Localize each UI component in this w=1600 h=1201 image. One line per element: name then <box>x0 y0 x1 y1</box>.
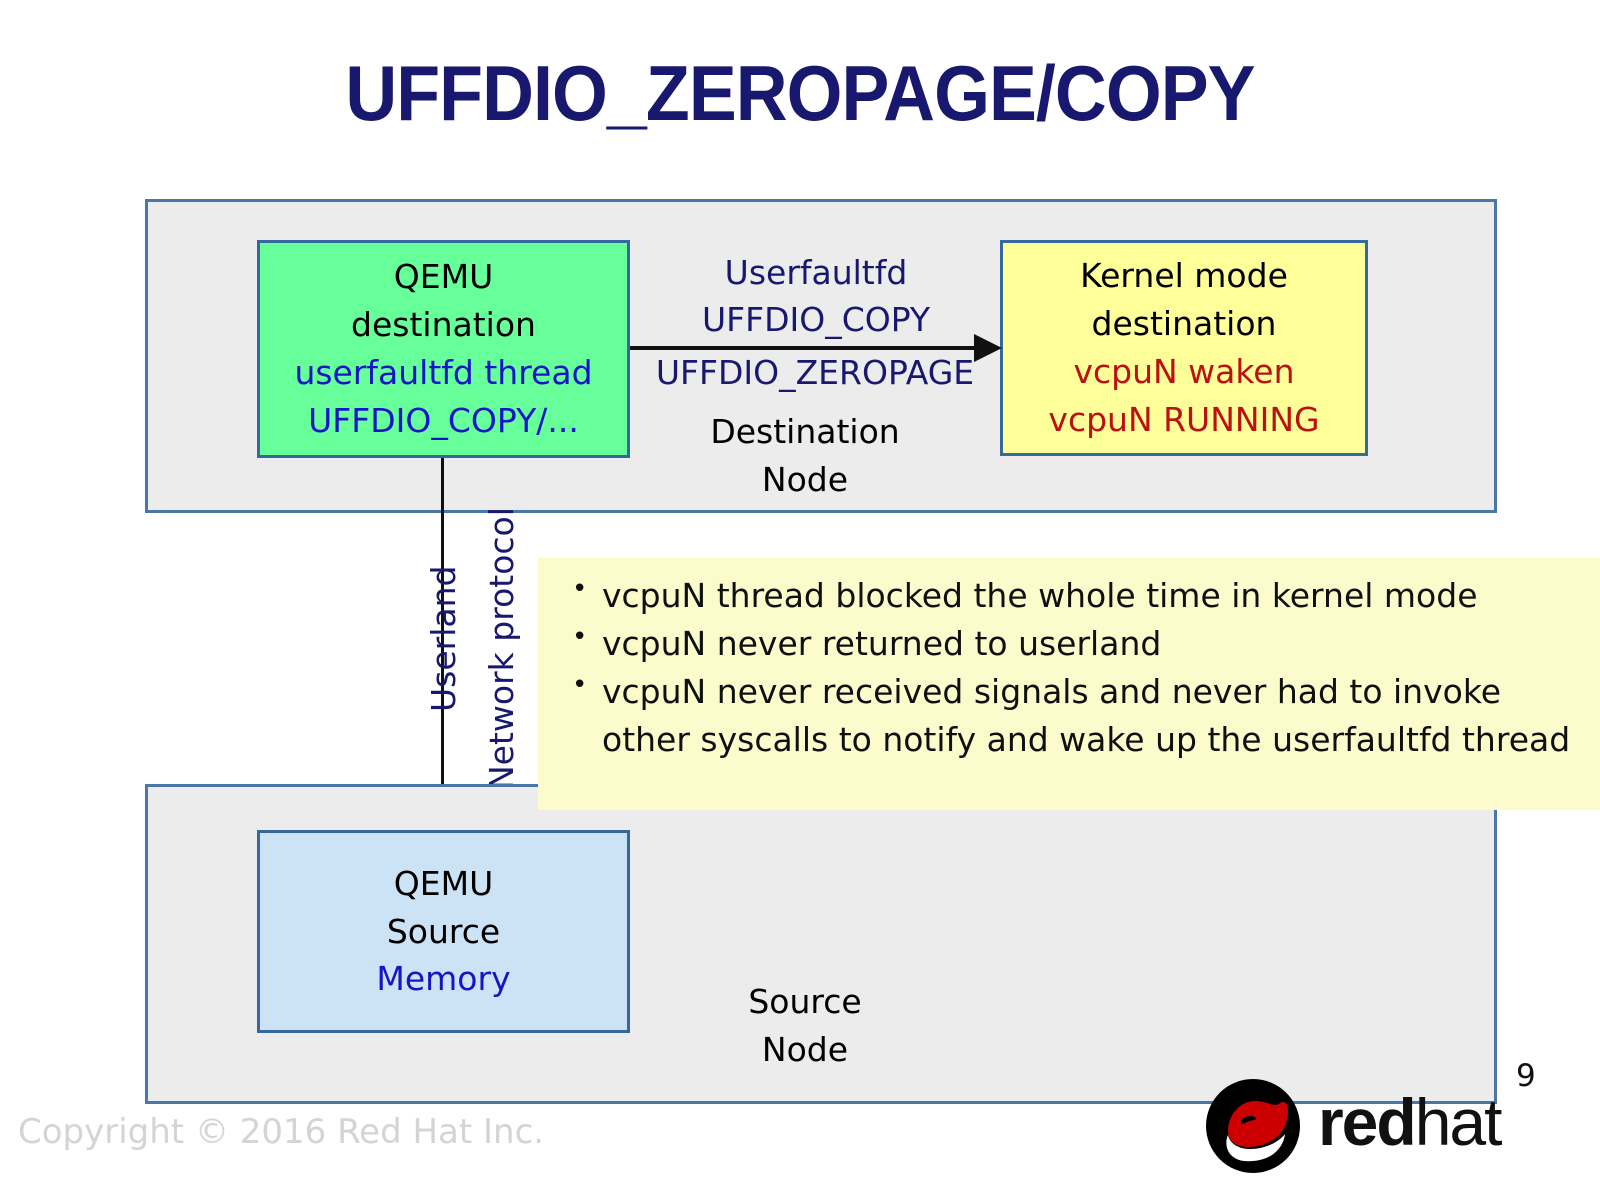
list-item: vcpuN never returned to userland <box>568 619 1578 668</box>
network-protocol-label: Network protocol <box>482 507 521 790</box>
qemu-source-line3: Memory <box>376 959 511 999</box>
uffdio-arrow-icon <box>630 334 1002 362</box>
qemu-destination-line2: destination <box>351 305 536 345</box>
source-node-caption: Source Node <box>748 982 862 1069</box>
qemu-source-line2: Source <box>386 911 501 951</box>
qemu-destination-line4: UFFDIO_COPY/... <box>308 400 579 440</box>
page-number: 9 <box>1516 1058 1536 1094</box>
arrow-label-uffdio-zeropage: UFFDIO_ZEROPAGE <box>655 353 975 392</box>
qemu-source-box[interactable]: QEMU Source Memory <box>257 830 630 1033</box>
qemu-destination-line3: userfaultfd thread <box>294 353 593 392</box>
notes-callout: vcpuN thread blocked the whole time in k… <box>538 558 1600 810</box>
redhat-wordmark-bold: red <box>1318 1085 1417 1159</box>
qemu-destination-line1: QEMU <box>393 257 494 297</box>
kernel-mode-line3: vcpuN waken <box>1073 352 1295 391</box>
notes-bullet-list: vcpuN thread blocked the whole time in k… <box>568 571 1578 764</box>
redhat-wordmark-light: hat <box>1414 1085 1503 1159</box>
userland-label: Userland <box>424 565 463 712</box>
page-title: UFFDIO_ZEROPAGE/COPY <box>345 49 1255 137</box>
copyright-notice: Copyright © 2016 Red Hat Inc. <box>18 1112 545 1152</box>
kernel-mode-line2: destination <box>1091 304 1277 344</box>
redhat-wordmark: redhat <box>1318 1084 1503 1160</box>
destination-node-caption: Destination Node <box>710 412 900 499</box>
qemu-destination-box[interactable]: QEMU destination userfaultfd thread UFFD… <box>257 240 630 458</box>
arrow-label-userfaultfd: Userfaultfd <box>724 253 908 292</box>
arrow-label-uffdio-copy: UFFDIO_COPY <box>701 299 931 339</box>
arrow-label-above: Userfaultfd UFFDIO_COPY <box>630 250 1002 344</box>
qemu-source-line1: QEMU <box>393 863 494 903</box>
kernel-mode-line4: vcpuN RUNNING <box>1048 399 1320 439</box>
network-connector-line <box>441 458 444 832</box>
kernel-mode-destination-box[interactable]: Kernel mode destination vcpuN waken vcpu… <box>1000 240 1368 456</box>
redhat-shadowman-icon <box>1206 1079 1300 1173</box>
list-item: vcpuN never received signals and never h… <box>568 667 1578 764</box>
list-item: vcpuN thread blocked the whole time in k… <box>568 571 1578 620</box>
kernel-mode-line1: Kernel mode <box>1080 256 1288 296</box>
